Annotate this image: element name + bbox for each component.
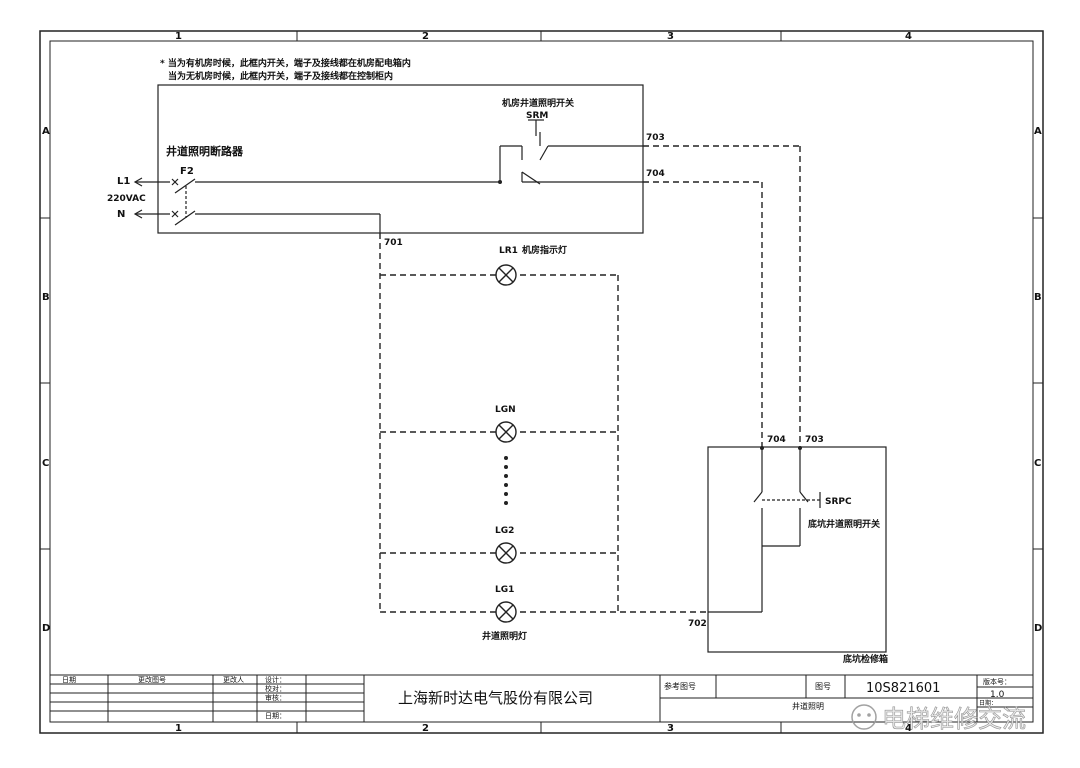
machine-room-switch-tag: SRM xyxy=(526,111,548,121)
row-label-a-right: A xyxy=(1034,126,1042,137)
breaker-tag: F2 xyxy=(180,166,194,177)
pit-box-label: 底坑检修箱 xyxy=(843,653,888,665)
row-label-c-right: C xyxy=(1034,458,1041,469)
terminal-701: 701 xyxy=(384,238,403,248)
lamp-lg2 xyxy=(495,542,517,564)
neutral-label: N xyxy=(117,209,125,220)
lamp-lr1-tag: LR1 xyxy=(499,246,518,256)
col-label-1-bottom: 1 xyxy=(175,723,182,734)
terminal-703: 703 xyxy=(646,133,665,143)
lamp-lg2-tag: LG2 xyxy=(495,526,514,536)
check-label: 校对： xyxy=(265,684,286,693)
note-line-1: * 当为有机房时候，此框内开关，端子及接线都在机房配电箱内 xyxy=(160,57,411,69)
title-block-grid xyxy=(50,674,1033,722)
lamp-lgn-tag: LGN xyxy=(495,405,516,415)
pit-switch-wiring xyxy=(708,448,821,613)
row-label-a: A xyxy=(42,126,50,137)
version-value: 1.0 xyxy=(990,690,1005,700)
shaft-lamp-label: 井道照明灯 xyxy=(482,630,527,642)
change-no-header: 更改图号 xyxy=(138,675,166,684)
col-label-3-bottom: 3 xyxy=(667,723,674,734)
date-label: 日期： xyxy=(265,712,286,720)
terminal-702: 702 xyxy=(688,619,707,629)
border-ticks xyxy=(40,31,1043,733)
col-label-2-bottom: 2 xyxy=(422,723,429,734)
phase-label: L1 xyxy=(117,176,130,187)
lamp-ellipsis-dots xyxy=(504,456,508,505)
terminal-703-pit: 703 xyxy=(805,435,824,445)
row-label-d: D xyxy=(42,623,50,634)
breaker-box xyxy=(157,84,644,234)
review-label: 审核： xyxy=(265,693,286,702)
field-wiring xyxy=(379,145,801,613)
pit-switch-tag: SRPC xyxy=(825,497,852,507)
col-label-4-bottom: 4 xyxy=(905,723,912,734)
row-label-b-right: B xyxy=(1034,292,1042,303)
col-label-3: 3 xyxy=(667,31,674,42)
supply-wiring xyxy=(133,119,643,233)
date-short-label: 日期： xyxy=(979,699,997,707)
terminal-704-pit: 704 xyxy=(767,435,786,445)
version-label: 版本号： xyxy=(983,677,1011,686)
breaker-box-label: 井道照明断路器 xyxy=(166,144,244,158)
lamp-lg1 xyxy=(495,601,517,623)
drawing-no-label: 图号 xyxy=(815,682,831,691)
row-label-b: B xyxy=(42,292,50,303)
lamp-lr1-label: 机房指示灯 xyxy=(522,244,567,256)
terminal-704: 704 xyxy=(646,169,665,179)
voltage-label: 220VAC xyxy=(107,194,146,204)
pit-switch-label: 底坑井道照明开关 xyxy=(808,518,880,530)
changer-header: 更改人 xyxy=(223,675,244,684)
company-name: 上海新时达电气股份有限公司 xyxy=(398,689,593,707)
chat-bubble-icon xyxy=(851,704,877,730)
lamp-lg1-tag: LG1 xyxy=(495,585,514,595)
col-label-4: 4 xyxy=(905,31,912,42)
ref-drawing-label: 参考图号 xyxy=(664,681,696,691)
outer-frame xyxy=(39,30,1044,734)
date-header: 日期 xyxy=(62,676,76,684)
drawing-number: 10S821601 xyxy=(866,681,940,696)
col-label-2: 2 xyxy=(422,31,429,42)
lamps xyxy=(495,264,517,623)
pit-box xyxy=(707,446,887,653)
note-line-2: 当为无机房时候，此框内开关，端子及接线都在控制柜内 xyxy=(168,70,393,82)
watermark: 电梯维修交流 xyxy=(851,704,1026,733)
row-label-c: C xyxy=(42,458,49,469)
row-label-d-right: D xyxy=(1034,623,1042,634)
lamp-lgn xyxy=(495,421,517,443)
machine-room-switch-label: 机房井道照明开关 xyxy=(502,97,574,109)
watermark-text: 电梯维修交流 xyxy=(882,705,1026,733)
drawing-name: 井道照明 xyxy=(792,701,824,711)
col-label-1: 1 xyxy=(175,31,182,42)
design-label: 设计： xyxy=(265,675,286,684)
lamp-lr1 xyxy=(495,264,517,286)
